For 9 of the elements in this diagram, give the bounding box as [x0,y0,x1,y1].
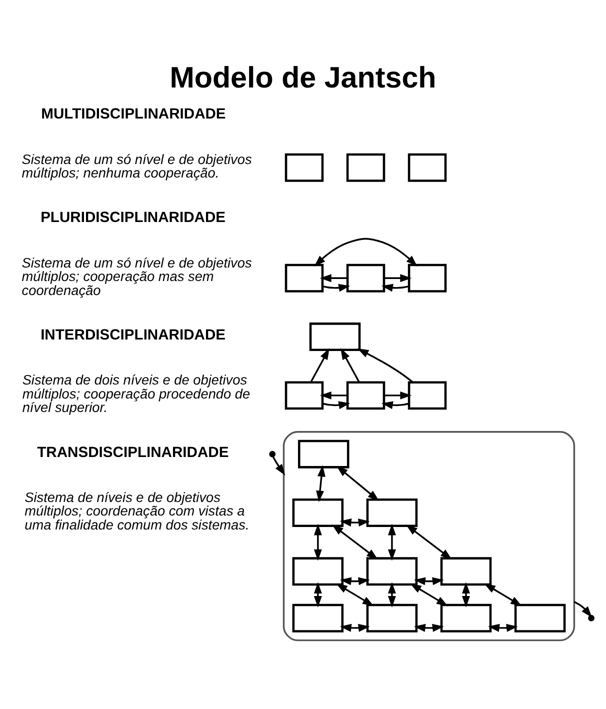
label: Sistema de um só nível e de objetivos múltiplos; cooperação mas sem coordenação [22,254,252,298]
label: Sistema de um só nível e de objetivos múltiplos; nenhuma cooperação. [22,151,252,180]
label: INTERDISCIPLINARIDADE [40,327,226,344]
diagram-title: Modelo de Jantsch [170,61,436,94]
label: Sistema de dois níveis e de objetivos múltiplos; cooperação procedendo de nível superior. [22,372,250,415]
label: Sistema de níveis e de objetivos múltiplos; coordenação com vistas a uma finalidade comum dos sistemas. [24,490,250,532]
label: MULTIDISCIPLINARIDADE [41,106,226,122]
label: PLURIDISCIPLINARIDADE [40,210,226,226]
label: TRANSDISCIPLINARIDADE [37,444,229,460]
